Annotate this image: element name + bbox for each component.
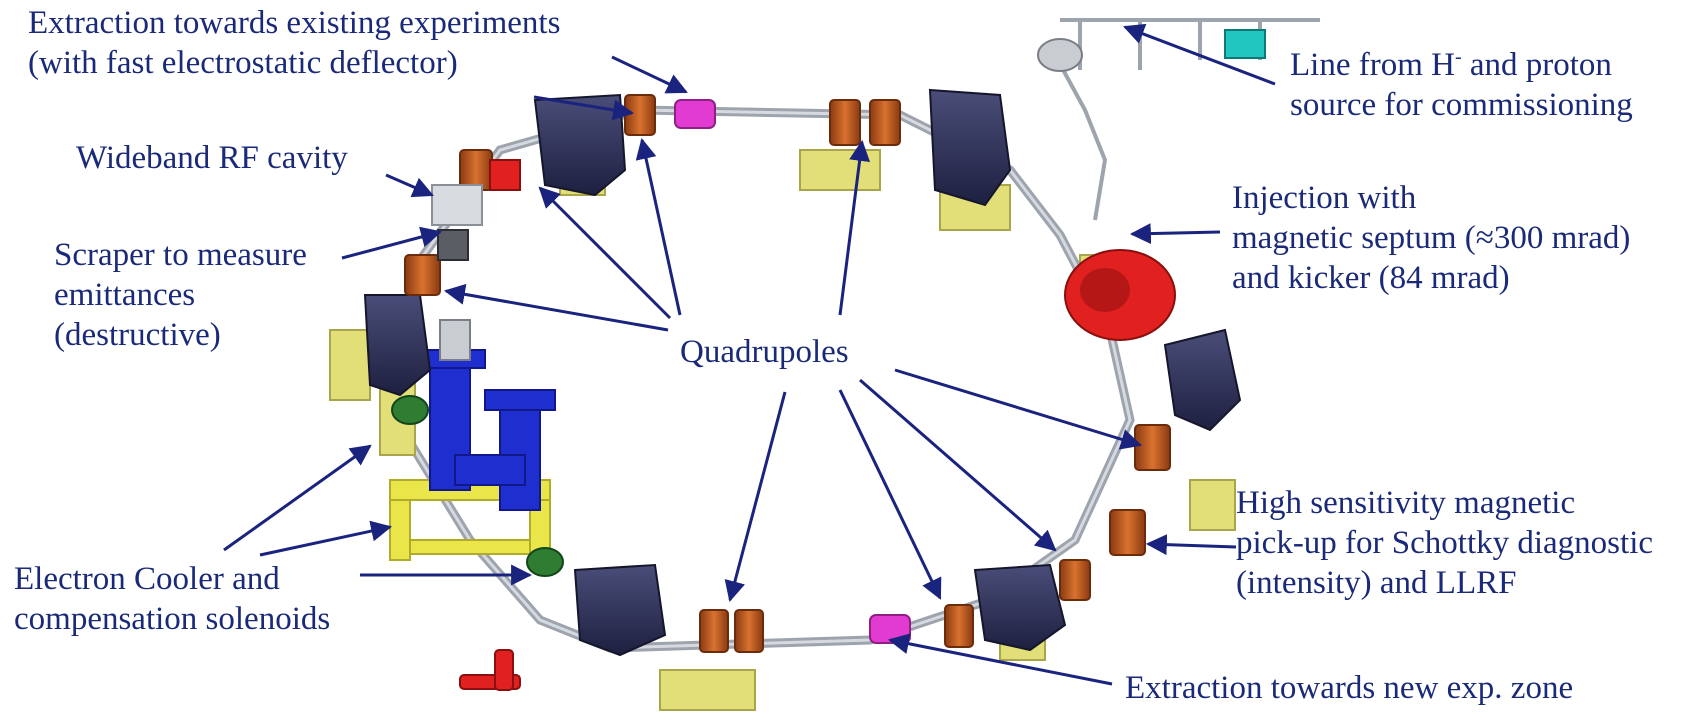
label-extraction-new: Extraction towards new exp. zone [1125,670,1574,706]
arrow-quad-7 [838,389,942,600]
source-chamber-icon [1037,38,1083,72]
dipole-magnet-icon [533,93,627,197]
solenoid-icon [391,395,429,425]
label-electron-cooler: Electron Cooler and compensation solenoi… [14,561,331,637]
label-scraper: Scraper to measure emittances (destructi… [54,237,307,353]
quadrupole-magnet-icon [699,609,729,653]
arrow-quad-5 [894,368,1143,450]
dipole-magnet-icon [973,563,1067,652]
deflector-icon [674,99,716,129]
arrow-quad-1 [443,283,669,332]
quadrupole-magnet-icon [869,99,901,146]
arrow-scraper [341,226,443,260]
dipole-magnets [363,88,1242,657]
arrow-wideband-rf [385,173,434,198]
quadrupole-magnet-icon [829,99,861,146]
annotation-arrows [223,23,1276,686]
scraper-icon [437,229,469,261]
arrow-quad-2 [538,186,672,320]
arrow-extraction-existing-2 [533,95,635,121]
solenoid-icon [526,547,564,577]
label-wideband-rf: Wideband RF cavity [76,140,348,176]
rf-cavity-icon [431,184,483,226]
dipole-magnet-icon [573,563,667,657]
compensation-solenoids [391,395,564,577]
dipole-magnet-icon [1163,328,1242,432]
arrow-cooler-1 [223,444,372,552]
label-quadrupoles: Quadrupoles [680,334,849,370]
injection-line [1053,18,1320,221]
quadrupole-magnet-icon [1134,424,1171,471]
kicker-icon [1064,249,1176,341]
quadrupole-magnet-icon [1059,559,1091,601]
arrow-quad-8 [724,391,787,603]
arrow-quad-3 [635,137,682,316]
label-line-from-source: Line from H- and proton source for commi… [1290,46,1633,123]
quadrupole-magnet-icon [734,609,764,653]
dipole-magnet-icon [928,88,1012,207]
deflector-icon [869,614,911,644]
label-extraction-existing: Extraction towards existing experiments … [28,5,561,81]
arrow-cooler-2 [259,520,393,557]
arrow-quad-4 [838,139,871,316]
arrow-extraction-existing [611,55,688,94]
quadrupole-magnets [404,94,1171,653]
arrow-injection [1129,223,1221,245]
label-injection: Injection with magnetic septum (≈300 mra… [1232,180,1631,296]
red-element-icon [489,159,521,191]
label-pickup: High sensitivity magnetic pick-up for Sc… [1236,485,1654,601]
red-fitting-icon [459,649,521,691]
quadrupole-magnet-icon [1109,509,1146,556]
arrow-extraction-new [887,633,1113,686]
quadrupole-magnet-icon [944,604,974,648]
cooler-top-tower-icon [439,319,471,361]
source-box-icon [1224,29,1266,59]
arrow-pickup [1145,534,1237,556]
arrow-quad-6 [859,378,1057,552]
quadrupole-magnet-icon [624,94,656,136]
dipole-magnet-icon [363,294,432,397]
electron-cooler-icon [414,349,556,511]
arrow-line-from-source [1123,23,1276,86]
quadrupole-magnet-icon [404,254,441,296]
